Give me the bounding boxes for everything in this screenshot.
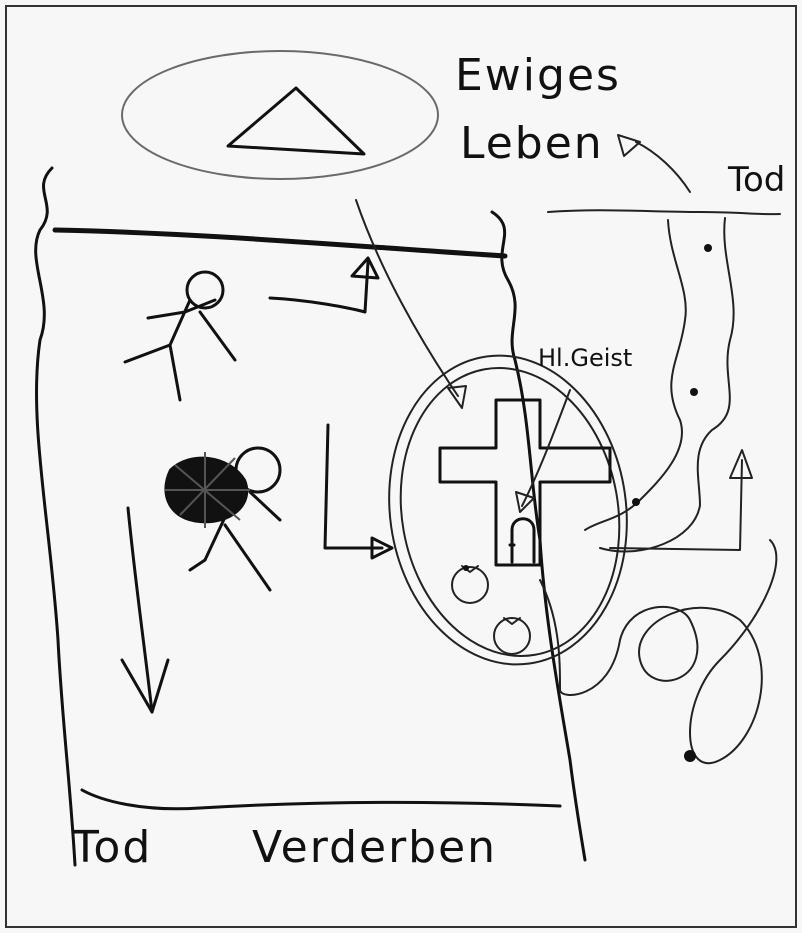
wandering-path: [540, 540, 776, 763]
arrow-down-head-icon: [122, 660, 168, 712]
road-dot: [632, 498, 640, 506]
path-end-dot: [684, 750, 696, 762]
label-verderben: Verderben: [252, 822, 497, 873]
label-tod-bottom: Tod: [72, 822, 152, 873]
fruit-icon: [494, 618, 530, 654]
tomb-door-icon: [512, 519, 534, 562]
label-leben: Leben: [460, 118, 604, 169]
separation-line: [55, 230, 505, 256]
person-figure-upper: [125, 272, 235, 400]
fruit-icon: [452, 565, 488, 603]
salvation-circle-outer: [370, 340, 647, 680]
arrow-eternal-head-icon: [618, 135, 640, 156]
road-dot: [704, 244, 712, 252]
photo-border: [6, 6, 796, 927]
road-top-edge: [548, 210, 780, 214]
label-ewiges: Ewiges: [455, 50, 621, 101]
arrow-god-to-cross: [356, 200, 458, 396]
arrow-god-head-icon: [448, 386, 466, 408]
trinity-triangle-icon: [228, 88, 364, 154]
god-oval: [122, 51, 438, 179]
label-holy-spirit: Hl.Geist: [538, 344, 632, 372]
arrow-up-head-icon: [352, 258, 378, 278]
label-tod-top: Tod: [728, 160, 785, 200]
world-bottom-line: [82, 790, 560, 809]
road-dot: [690, 388, 698, 396]
arrow-right-line: [325, 425, 382, 548]
road-right-edge: [600, 218, 734, 551]
world-left-border: [36, 168, 75, 865]
arrow-down-line: [128, 508, 152, 712]
arrow-to-eternal-life: [636, 142, 690, 192]
arrow-up-line: [270, 262, 368, 312]
